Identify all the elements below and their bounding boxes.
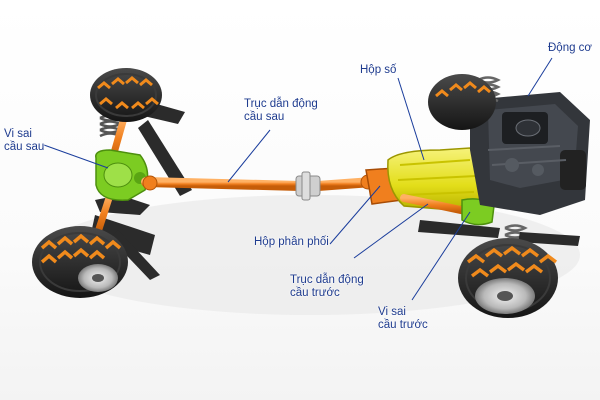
label-vi-sai-truoc-line2: cầu trước (378, 319, 428, 331)
front-driveshaft (400, 194, 474, 216)
leader-hop-so (397, 77, 425, 161)
label-truc-truoc-line1: Trục dẫn động (290, 274, 364, 286)
rear-left-wheel (90, 68, 162, 122)
label-dong-co-text: Động cơ (548, 42, 592, 54)
leader-truc-truoc (353, 203, 429, 259)
leader-vi-sai-sau (43, 144, 109, 169)
leader-vi-sai-truoc (411, 211, 471, 301)
label-vi-sai-truoc-line1: Vi sai (378, 306, 406, 318)
label-hop-phan-phoi-text: Hộp phân phối (254, 236, 329, 248)
front-right-wheel (458, 238, 558, 318)
leader-dong-co (527, 57, 553, 97)
gearbox (387, 147, 485, 211)
label-vi-sai-sau-line1: Vi sai (4, 128, 32, 140)
rear-differential (95, 149, 149, 201)
rear-axle-lower (94, 191, 114, 236)
label-dong-co: Động cơ (548, 42, 592, 55)
label-vi-sai-cau-sau: Vi sai cầu sau (4, 128, 44, 154)
label-truc-dan-dong-cau-sau: Trục dẫn động cầu sau (244, 98, 318, 124)
label-hop-so: Hộp số (360, 64, 396, 77)
label-truc-sau-line1: Trục dẫn động (244, 98, 318, 110)
rear-right-wheel (32, 226, 128, 298)
label-hop-phan-phoi: Hộp phân phối (254, 236, 329, 249)
label-truc-sau-line2: cầu sau (244, 111, 285, 123)
leader-truc-sau (227, 129, 271, 183)
label-hop-so-text: Hộp số (360, 64, 397, 76)
engine (470, 92, 590, 215)
front-left-wheel (428, 74, 496, 130)
label-vi-sai-cau-truoc: Vi sai cầu trước (378, 306, 428, 332)
label-vi-sai-sau-line2: cầu sau (4, 141, 45, 153)
label-truc-truoc-line2: cầu trước (290, 287, 340, 299)
leader-lines (43, 57, 553, 301)
label-truc-dan-dong-cau-truoc: Trục dẫn động cầu trước (290, 274, 364, 300)
leader-hop-phan-phoi (329, 185, 381, 245)
